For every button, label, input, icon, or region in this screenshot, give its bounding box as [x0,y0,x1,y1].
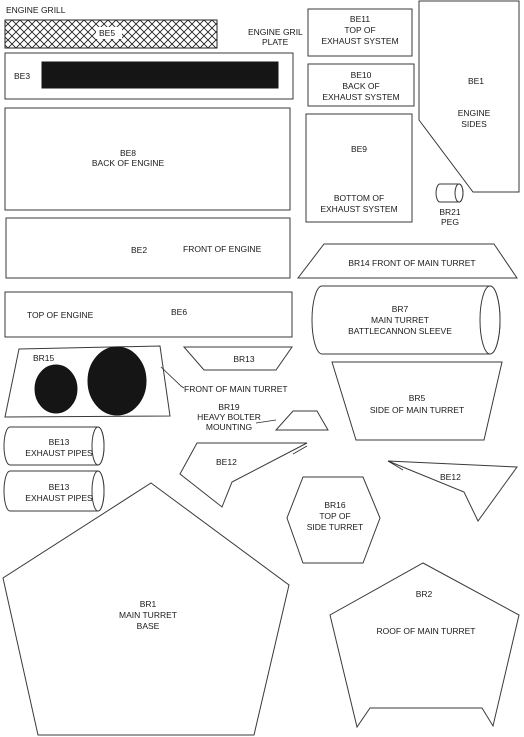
part-br1-main-turret-base: BR1 MAIN TURRET BASE [2,482,290,736]
part-be9-bottom-of-exhaust-system: BE9 BOTTOM OF EXHAUST SYSTEM [305,113,413,223]
be13-lower-title: EXHAUST PIPES [25,493,93,503]
part-be2-front-of-engine: BE2 FRONT OF ENGINE [5,217,291,279]
br2-title: ROOF OF MAIN TURRET [376,626,475,636]
front-of-main-turret-callout: FRONT OF MAIN TURRET [160,366,288,394]
be11-title-2: EXHAUST SYSTEM [321,36,398,46]
br1-shape [2,482,290,736]
br7-label: BR7 [392,304,409,314]
br5-label: BR5 [409,393,426,403]
be12-left-shape [179,442,308,508]
be13-upper-title: EXHAUST PIPES [25,448,93,458]
br5-shape [331,361,503,441]
br15-label: BR15 [33,353,55,363]
be9-title-1: BOTTOM OF [334,193,384,203]
be1-label: BE1 [468,76,484,86]
be9-shape [305,113,413,223]
be1-title-2: SIDES [461,119,487,129]
be11-label: BE11 [350,14,370,24]
engine-gril-plate-label-2: PLATE [262,37,289,47]
part-br16-top-of-side-turret: BR16 TOP OF SIDE TURRET [286,476,381,564]
be10-title-2: EXHAUST SYSTEM [322,92,399,102]
part-be3-engine-gril-plate: ENGINE GRIL PLATE BE3 [4,27,303,100]
br16-title-1: TOP OF [319,511,350,521]
part-br5-side-of-main-turret: BR5 SIDE OF MAIN TURRET [331,361,503,441]
be10-title-1: BACK OF [342,81,379,91]
br1-title-2: BASE [137,621,160,631]
br19-title-1: HEAVY BOLTER [197,412,261,422]
be6-shape [4,291,293,338]
be2-shape [5,217,291,279]
br14-label: BR14 FRONT OF MAIN TURRET [348,258,475,268]
part-be13-exhaust-pipe-lower: BE13 EXHAUST PIPES [3,470,105,512]
be11-shape [307,8,413,57]
br13-label: BR13 [233,354,255,364]
br7-title-1: MAIN TURRET [371,315,429,325]
br5-title: SIDE OF MAIN TURRET [370,405,464,415]
be12-right-shape [387,460,518,522]
part-be10-back-of-exhaust-system: BE10 BACK OF EXHAUST SYSTEM [307,63,415,107]
part-be12-left: BE12 [179,442,308,508]
part-br13: BR13 [182,346,293,371]
be12-left-label: BE12 [216,457,237,467]
br16-label: BR16 [324,500,346,510]
be8-label: BE8 [120,148,136,158]
be2-title: FRONT OF ENGINE [183,244,262,254]
br19-leader [255,419,277,424]
be13-upper-label: BE13 [49,437,70,447]
be6-label: BE6 [171,307,187,317]
br1-title-1: MAIN TURRET [119,610,177,620]
part-br15: BR15 [4,345,171,418]
br15-small-hole [34,364,78,414]
be3-label: BE3 [14,71,30,81]
br19-shape [274,410,329,431]
part-be12-right: BE12 [387,460,518,522]
part-br21-peg: BR21 PEG [435,183,464,227]
br13-shape [182,346,293,371]
br21-title: PEG [441,217,459,227]
part-be13-exhaust-pipe-upper: BE13 EXHAUST PIPES [3,426,105,466]
br14-shape [296,243,518,279]
be2-label: BE2 [131,245,147,255]
engine-gril-plate-label-1: ENGINE GRIL [248,27,303,37]
br16-shape [286,476,381,564]
be13-lower-label: BE13 [49,482,70,492]
br15-large-hole [87,346,147,416]
be9-label: BE9 [351,144,367,154]
be8-title: BACK OF ENGINE [92,158,165,168]
engine-grill-label: ENGINE GRILL [6,5,66,15]
be12-right-label: BE12 [440,472,461,482]
part-be5-engine-grill: ENGINE GRILL BE5 [4,5,218,49]
be11-title-1: TOP OF [344,25,375,35]
front-of-main-turret-label: FRONT OF MAIN TURRET [184,384,288,394]
br7-title-2: BATTLECANNON SLEEVE [348,326,452,336]
br1-label: BR1 [140,599,157,609]
be10-label: BE10 [351,70,372,80]
part-br14-front-of-main-turret: BR14 FRONT OF MAIN TURRET [296,243,518,279]
be1-title-1: ENGINE [458,108,491,118]
front-of-main-turret-leader [160,366,185,389]
part-be6-top-of-engine: TOP OF ENGINE BE6 [4,291,293,338]
part-be11-top-of-exhaust-system: BE11 TOP OF EXHAUST SYSTEM [307,8,413,57]
be5-label: BE5 [99,28,115,38]
be3-grill-slot [41,61,279,89]
br2-label: BR2 [416,589,433,599]
be9-title-2: EXHAUST SYSTEM [320,204,397,214]
br16-title-2: SIDE TURRET [307,522,364,532]
part-br2-roof-of-main-turret: BR2 ROOF OF MAIN TURRET [329,562,520,729]
part-be8-back-of-engine: BE8 BACK OF ENGINE [4,107,291,211]
br21-label: BR21 [439,207,461,217]
br2-shape [329,562,520,729]
br19-title-2: MOUNTING [206,422,252,432]
be10-shape [307,63,415,107]
part-br19-heavy-bolter-mounting: BR19 HEAVY BOLTER MOUNTING [197,402,329,432]
be6-title: TOP OF ENGINE [27,310,94,320]
br19-label: BR19 [218,402,240,412]
be8-shape [4,107,291,211]
part-br7-battlecannon-sleeve: BR7 MAIN TURRET BATTLECANNON SLEEVE [311,285,501,355]
part-be1-engine-sides: BE1 ENGINE SIDES [418,0,520,193]
be1-shape [418,0,520,193]
